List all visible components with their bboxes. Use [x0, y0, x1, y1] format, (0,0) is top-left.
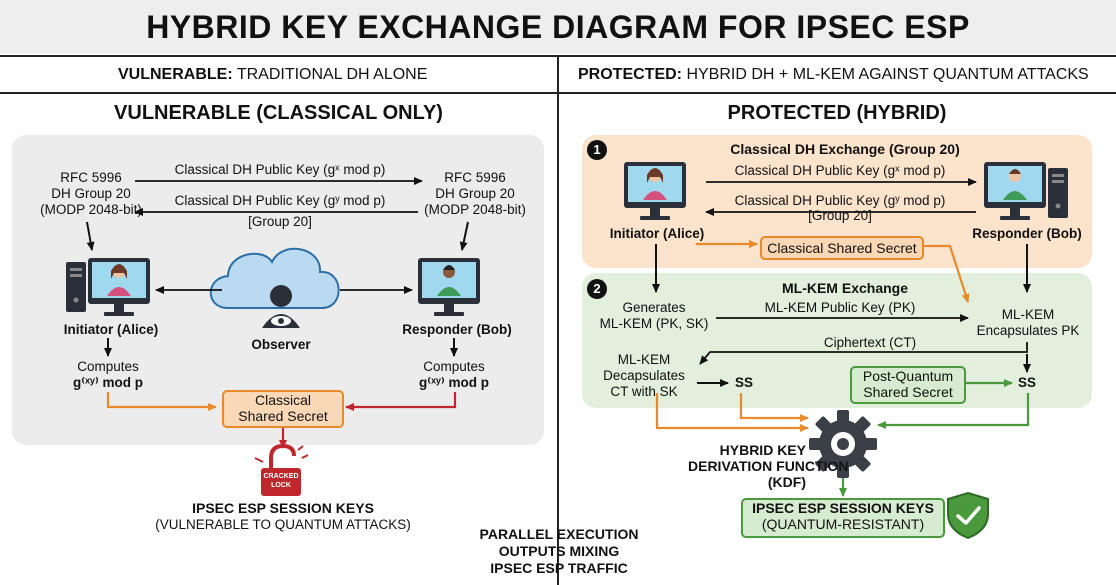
left-dh-label-top: Classical DH Public Key (gˣ mod p) [174, 162, 386, 177]
ss-left: SS [734, 375, 753, 390]
ss-right: SS [1017, 375, 1036, 390]
left-dh-label-mid: Classical DH Public Key (gʸ mod p) [174, 193, 386, 208]
right-classical-shared-secret: Classical Shared Secret [760, 236, 924, 260]
left-panel-title: VULNERABLE (CLASSICAL ONLY) [114, 102, 443, 124]
observer-label: Observer [251, 337, 311, 352]
right-panel-title: PROTECTED (HYBRID) [727, 102, 947, 124]
step-1-title: Classical DH Exchange (Group 20) [730, 141, 960, 157]
left-dh-label-group: [Group 20] [248, 214, 312, 229]
observer-icon [262, 285, 300, 328]
ciphertext-label: Ciphertext (CT) [823, 335, 917, 350]
left-initiator-computer [66, 258, 150, 316]
left-keys-subtitle: (VULNERABLE TO QUANTUM ATTACKS) [155, 517, 411, 532]
panel-divider [557, 55, 559, 585]
diagram-title: HYBRID KEY EXCHANGE DIAGRAM FOR IPSEC ES… [0, 0, 1116, 54]
cloud-icon [209, 247, 340, 309]
cracked-lock-icon [254, 443, 309, 496]
pk-label: ML-KEM Public Key (PK) [764, 300, 916, 315]
right-responder-label: Responder (Bob) [972, 226, 1082, 241]
right-dh-label-group: [Group 20] [808, 208, 872, 223]
right-dh-label-top: Classical DH Public Key (gˣ mod p) [734, 163, 946, 178]
right-dh-label-mid: Classical DH Public Key (gʸ mod p) [734, 193, 946, 208]
right-session-keys: IPSEC ESP SESSION KEYS(QUANTUM-RESISTANT… [741, 498, 945, 538]
left-initiator-label: Initiator (Alice) [63, 322, 159, 337]
right-responder-computer [984, 162, 1068, 220]
left-responder-label: Responder (Bob) [402, 322, 512, 337]
shield-check-icon [947, 491, 989, 540]
right-header: PROTECTED: HYBRID DH + ML-KEM AGAINST QU… [578, 66, 1089, 83]
left-responder-computer [418, 258, 480, 316]
step-2-number: 2 [593, 281, 601, 296]
step-2-title: ML-KEM Exchange [781, 280, 908, 296]
left-keys-title: IPSEC ESP SESSION KEYS [192, 500, 374, 516]
gear-icon [809, 410, 877, 478]
right-initiator-computer [624, 162, 686, 220]
left-header: VULNERABLE: TRADITIONAL DH ALONE [118, 66, 428, 83]
step-1-number: 1 [593, 142, 601, 157]
right-initiator-label: Initiator (Alice) [609, 226, 705, 241]
